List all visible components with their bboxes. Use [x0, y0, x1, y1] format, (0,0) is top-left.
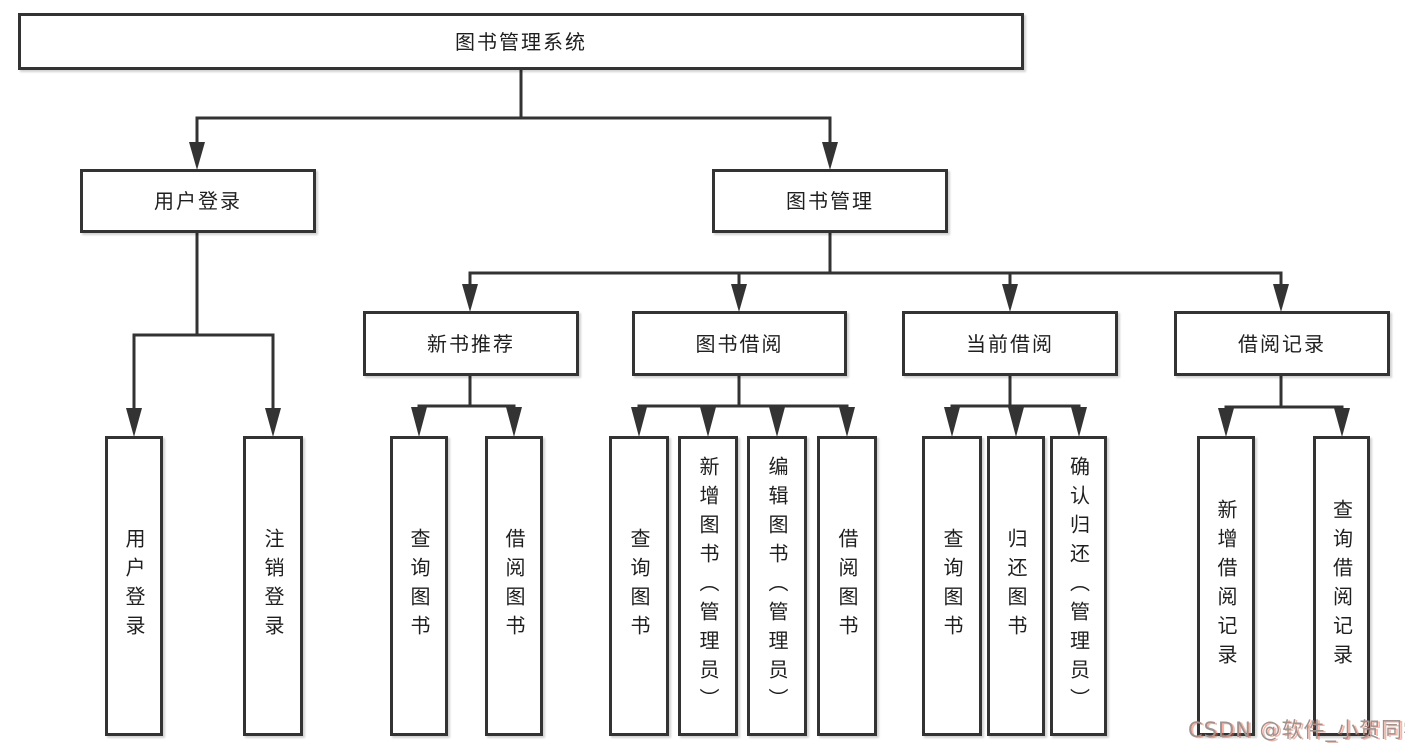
leaf-query-books-1-label: 查询图书 — [407, 528, 431, 644]
node-current-borrowing-label: 当前借阅 — [966, 331, 1054, 356]
arrowheads-book-borrowing-leaves — [631, 407, 855, 437]
leaf-query-books-2: 查询图书 — [609, 436, 669, 736]
leaf-confirm-return-admin: 确认归还（管理员） — [1050, 436, 1107, 736]
node-new-book-recommendation: 新书推荐 — [363, 311, 579, 376]
arrowheads-borrowing-records-leaves — [1218, 408, 1350, 437]
node-book-management: 图书管理 — [712, 169, 948, 233]
leaf-borrow-books-2-label: 借阅图书 — [835, 528, 859, 644]
arrowheads-level3 — [462, 284, 1289, 312]
leaf-query-books-3-label: 查询图书 — [940, 528, 964, 644]
connector-book-management-to-level3 — [468, 232, 1283, 286]
arrowheads-current-borrowing-leaves — [944, 407, 1087, 437]
leaf-query-books-1: 查询图书 — [390, 436, 448, 736]
node-borrowing-records: 借阅记录 — [1174, 311, 1390, 376]
leaf-borrow-books-2: 借阅图书 — [817, 436, 877, 736]
watermark: CSDN @软件_小贺同学 — [1188, 718, 1405, 742]
leaf-query-books-2-label: 查询图书 — [627, 528, 651, 644]
node-book-management-label: 图书管理 — [786, 189, 874, 213]
leaf-return-books: 归还图书 — [987, 436, 1045, 736]
leaf-borrow-books-1: 借阅图书 — [485, 436, 543, 736]
leaf-logout: 注销登录 — [243, 436, 303, 736]
leaf-query-borrow-record: 查询借阅记录 — [1313, 436, 1370, 736]
connector-root-to-level2 — [195, 69, 832, 144]
node-book-borrowing: 图书借阅 — [632, 311, 847, 376]
leaf-logout-label: 注销登录 — [261, 528, 285, 644]
leaf-query-borrow-record-label: 查询借阅记录 — [1329, 499, 1354, 673]
arrowheads-level2 — [189, 142, 838, 170]
connector-user-login-to-leaves — [132, 232, 275, 410]
node-root: 图书管理系统 — [18, 13, 1024, 70]
leaf-confirm-return-admin-label: 确认归还（管理员） — [1066, 455, 1091, 717]
node-book-borrowing-label: 图书借阅 — [695, 331, 784, 356]
leaf-query-books-3: 查询图书 — [922, 436, 982, 736]
leaf-add-books-admin: 新增图书（管理员） — [678, 436, 738, 736]
leaf-borrow-books-1-label: 借阅图书 — [502, 528, 526, 644]
node-root-label: 图书管理系统 — [455, 29, 587, 54]
connector-borrowing-records-to-leaves — [1224, 375, 1344, 410]
arrowheads-user-login-leaves — [126, 408, 281, 437]
leaf-return-books-label: 归还图书 — [1004, 528, 1028, 644]
leaf-add-borrow-record: 新增借阅记录 — [1197, 436, 1255, 736]
leaf-user-login-label: 用户登录 — [122, 528, 146, 644]
connector-new-book-to-leaves — [417, 375, 516, 409]
node-new-book-recommendation-label: 新书推荐 — [427, 331, 515, 356]
connector-current-borrowing-to-leaves — [950, 375, 1081, 409]
arrowheads-new-book-leaves — [411, 407, 522, 437]
connector-book-borrowing-to-leaves — [637, 375, 849, 409]
node-borrowing-records-label: 借阅记录 — [1238, 331, 1326, 356]
leaf-edit-books-admin-label: 编辑图书（管理员） — [765, 455, 789, 717]
leaf-edit-books-admin: 编辑图书（管理员） — [747, 436, 807, 736]
leaf-add-borrow-record-label: 新增借阅记录 — [1214, 499, 1238, 673]
leaf-user-login: 用户登录 — [105, 436, 163, 736]
node-current-borrowing: 当前借阅 — [902, 311, 1118, 376]
node-user-login: 用户登录 — [80, 169, 316, 233]
node-user-login-label: 用户登录 — [154, 189, 242, 213]
leaf-add-books-admin-label: 新增图书（管理员） — [696, 455, 720, 717]
